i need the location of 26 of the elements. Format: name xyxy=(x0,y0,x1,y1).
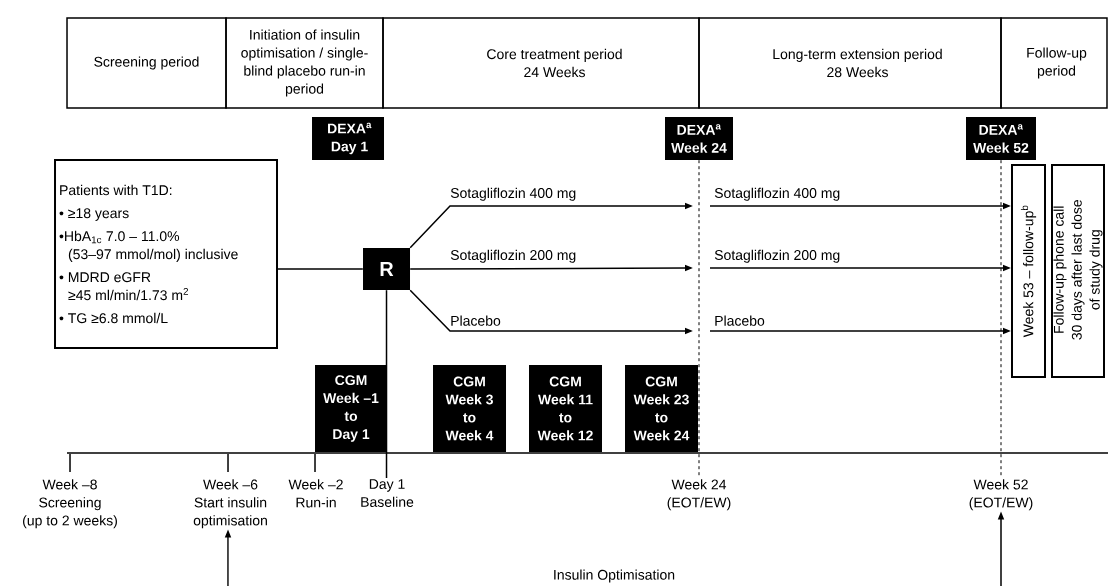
period-header: Follow-up period xyxy=(1000,17,1108,109)
period-header: Core treatment period 24 Weeks xyxy=(382,17,700,109)
edge-label: Sotagliflozin 200 mg xyxy=(448,247,579,265)
timepoint-label: Week 24 (EOT/EW) xyxy=(667,479,731,511)
follow-up-box: Week 53 – follow-up$^{b}$ xyxy=(1011,164,1046,378)
period-header: Initiation of insulin optimisation / single-blind placebo run-in period xyxy=(225,17,384,109)
edge-label: Placebo xyxy=(448,313,503,328)
timepoint-label: Week 52 (EOT/EW) xyxy=(969,479,1033,511)
timepoint-label: Week –8 Screening (up to 2 weeks) xyxy=(23,479,117,529)
timepoint-label: Week –2 Run-in xyxy=(288,479,343,508)
timeline-axis xyxy=(67,452,1108,454)
dexa-box: DEXA$^{a}$ Week 52 xyxy=(966,117,1036,160)
timepoint-label: Week –6 Start insulin optimisation xyxy=(193,479,267,529)
dexa-box: DEXA$^{a}$ Week 24 xyxy=(665,117,733,160)
timepoint-label: Day 1 Baseline xyxy=(361,479,414,507)
randomisation-box: R xyxy=(363,248,410,290)
phone-call-box: Follow-up phone call 30 days after last dose of study drug xyxy=(1051,164,1105,378)
edge-label: Placebo xyxy=(712,313,767,328)
edge-label: Sotagliflozin 400 mg xyxy=(448,185,579,203)
inclusion-criteria-box: Patients with T1D: • ≥18 years •HbA$_{1c}$ 7.0 – 11.0% (53–97 mmol/mol) inclusive • MDRD eGFR ≥45 ml/min/1.73 m$^{2}$ • TG ≥6.8 mmol/L xyxy=(54,159,278,349)
period-header: Long-term extension period 28 Weeks xyxy=(698,17,1002,109)
dexa-box: DEXA$^{a}$ Day 1 xyxy=(312,117,384,160)
phase-label: Insulin Optimisation xyxy=(554,569,675,583)
edge-label: Sotagliflozin 200 mg xyxy=(712,247,843,265)
period-header: Screening period xyxy=(66,17,227,109)
edge-label: Sotagliflozin 400 mg xyxy=(712,185,843,203)
